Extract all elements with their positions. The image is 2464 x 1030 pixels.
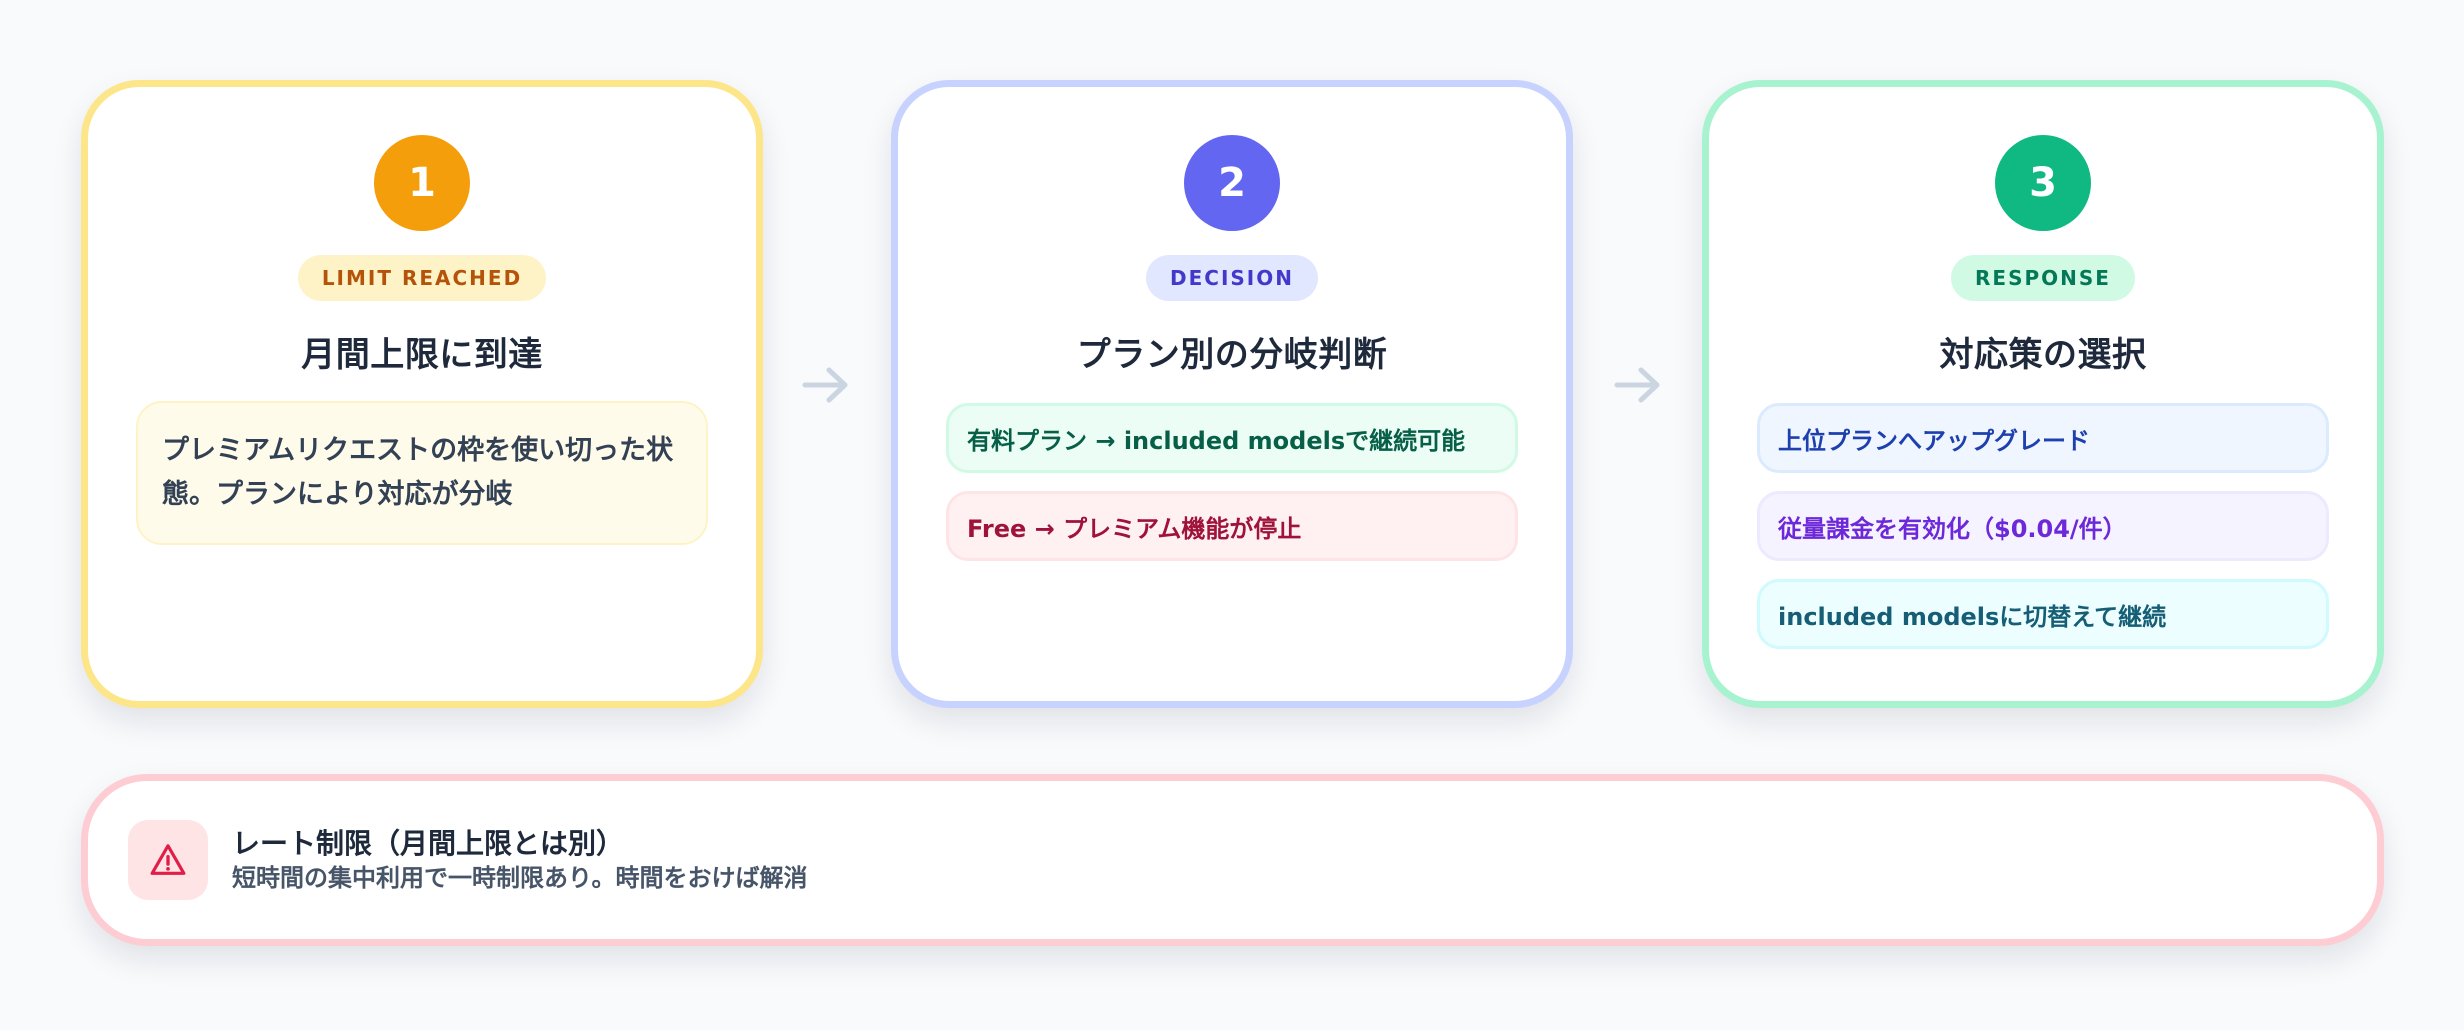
step-title: 対応策の選択 — [1939, 335, 2147, 375]
branch-item-paid-plan: 有料プラン → included modelsで継続可能 — [946, 403, 1518, 473]
arrow-right-icon — [1614, 367, 1660, 403]
branch-item-free-plan: Free → プレミアム機能が停止 — [946, 491, 1518, 561]
step-number-circle: 3 — [1995, 135, 2091, 231]
option-list: 上位プランへアップグレード 従量課金を有効化（$0.04/件） included… — [1757, 403, 2329, 649]
step-badge: LIMIT REACHED — [297, 255, 547, 301]
step-number-circle: 2 — [1184, 135, 1280, 231]
step-description: プレミアムリクエストの枠を使い切った状態。プランにより対応が分岐 — [136, 401, 708, 545]
step-title: 月間上限に到達 — [301, 335, 543, 375]
step-card-response: 3 RESPONSE 対応策の選択 上位プランへアップグレード 従量課金を有効化… — [1702, 80, 2384, 708]
arrow-right-icon — [802, 367, 848, 403]
step-badge: RESPONSE — [1951, 255, 2135, 301]
warning-triangle-icon — [150, 844, 186, 875]
rate-limit-note: レート制限（月間上限とは別） 短時間の集中利用で一時制限あり。時間をおけば解消 — [81, 774, 2384, 946]
warning-icon-box — [128, 820, 208, 900]
option-item-metered-billing: 従量課金を有効化（$0.04/件） — [1757, 491, 2329, 561]
option-item-upgrade: 上位プランへアップグレード — [1757, 403, 2329, 473]
rate-limit-text: レート制限（月間上限とは別） 短時間の集中利用で一時制限あり。時間をおけば解消 — [232, 826, 808, 894]
option-item-switch-models: included modelsに切替えて継続 — [1757, 579, 2329, 649]
rate-limit-subtitle: 短時間の集中利用で一時制限あり。時間をおけば解消 — [232, 864, 808, 892]
rate-limit-title: レート制限（月間上限とは別） — [232, 827, 625, 860]
step-title: プラン別の分岐判断 — [1076, 335, 1388, 375]
step-badge: DECISION — [1146, 255, 1318, 301]
step-card-limit-reached: 1 LIMIT REACHED 月間上限に到達 プレミアムリクエストの枠を使い切… — [81, 80, 763, 708]
branch-list: 有料プラン → included modelsで継続可能 Free → プレミア… — [946, 403, 1518, 561]
step-number-circle: 1 — [374, 135, 470, 231]
step-card-decision: 2 DECISION プラン別の分岐判断 有料プラン → included mo… — [891, 80, 1573, 708]
